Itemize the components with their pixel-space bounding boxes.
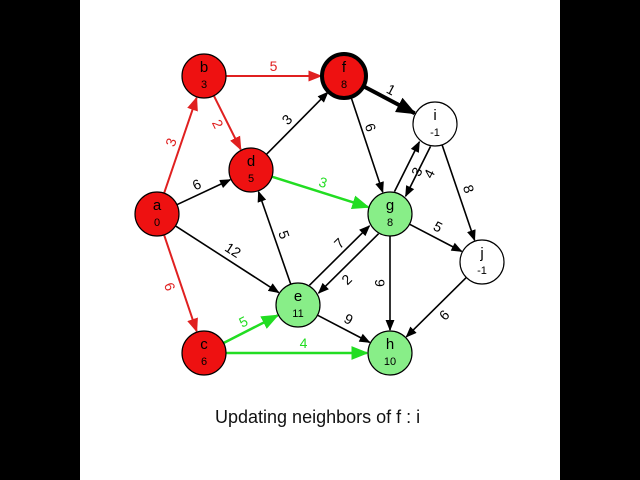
edge-g-j xyxy=(409,223,463,253)
node-j-distance: -1 xyxy=(477,265,487,277)
node-f-distance: 8 xyxy=(341,79,347,91)
node-c: c6 xyxy=(181,330,227,376)
edge-weight-i-j: 8 xyxy=(460,183,478,196)
edge-weight-f-g: 6 xyxy=(362,121,380,134)
node-d-circle xyxy=(228,147,274,193)
node-a-distance: 0 xyxy=(154,217,160,229)
edge-c-e xyxy=(223,314,280,345)
node-g-label: g xyxy=(386,197,394,214)
node-b-circle xyxy=(181,53,227,99)
node-i-circle xyxy=(412,101,458,147)
node-h-distance: 10 xyxy=(384,356,396,368)
edge-b-d xyxy=(212,95,242,151)
edges-layer xyxy=(163,70,476,360)
edge-f-i xyxy=(362,84,417,116)
edge-f-g xyxy=(350,96,384,194)
node-b-label: b xyxy=(200,59,208,76)
node-g: g8 xyxy=(367,191,413,237)
node-g-distance: 8 xyxy=(387,217,393,229)
edge-weight-a-b: 3 xyxy=(162,136,180,149)
node-a-label: a xyxy=(153,197,162,214)
edge-e-g xyxy=(308,225,371,286)
node-d-label: d xyxy=(247,153,255,170)
node-b-distance: 3 xyxy=(201,79,207,91)
caption: Updating neighbors of f : i xyxy=(215,407,421,427)
node-h-label: h xyxy=(386,336,394,353)
edge-weight-g-e: 2 xyxy=(338,271,355,288)
edge-e-d xyxy=(257,190,292,285)
node-f: f8 xyxy=(320,52,368,100)
node-e-label: e xyxy=(294,288,302,305)
edge-e-h xyxy=(317,314,371,344)
edge-weight-j-h: 6 xyxy=(436,306,453,323)
node-j: j -1 xyxy=(459,239,505,285)
node-i-distance: -1 xyxy=(430,127,440,139)
edge-weight-g-h: 9 xyxy=(372,279,388,287)
node-a-circle xyxy=(134,191,180,237)
edge-i-j xyxy=(441,144,476,242)
node-h-circle xyxy=(367,330,413,376)
node-i-label: i xyxy=(433,107,436,124)
edge-weight-d-f: 3 xyxy=(279,111,296,128)
node-f-circle xyxy=(320,52,368,100)
node-c-circle xyxy=(181,330,227,376)
node-j-circle xyxy=(459,239,505,285)
edge-weight-f-i: 1 xyxy=(384,81,399,99)
node-c-distance: 6 xyxy=(201,356,207,368)
edge-a-d xyxy=(176,179,232,206)
edge-weight-i-g: 4 xyxy=(420,166,438,180)
node-a: a0 xyxy=(134,191,180,237)
edge-weight-c-h: 4 xyxy=(300,335,308,351)
node-i: i -1 xyxy=(412,101,458,147)
edge-weight-a-e: 12 xyxy=(222,239,244,261)
node-g-circle xyxy=(367,191,413,237)
node-j-label: j xyxy=(479,245,483,262)
node-b: b3 xyxy=(181,53,227,99)
node-h: h 10 xyxy=(367,330,413,376)
edge-weight-c-e: 5 xyxy=(236,313,250,331)
node-e-distance: 11 xyxy=(292,308,303,320)
edge-i-g xyxy=(404,146,432,198)
edge-d-f xyxy=(265,91,329,155)
node-c-label: c xyxy=(200,336,208,353)
edge-weight-d-g: 3 xyxy=(317,174,329,192)
edge-weight-e-d: 5 xyxy=(275,228,293,241)
edge-d-g xyxy=(271,175,370,209)
node-e-circle xyxy=(275,282,321,328)
edge-a-e xyxy=(175,225,280,294)
edge-a-c xyxy=(163,234,198,333)
edge-g-e xyxy=(317,233,380,294)
edge-weight-g-j: 5 xyxy=(431,218,445,236)
edge-weight-a-d: 6 xyxy=(190,175,204,193)
edge-a-b xyxy=(163,96,198,194)
edge-weight-b-d: 2 xyxy=(209,117,227,131)
edge-weight-e-h: 9 xyxy=(341,310,355,328)
edge-weight-a-c: 6 xyxy=(161,280,179,293)
edge-g-i xyxy=(393,140,421,192)
node-e: e 11 xyxy=(275,282,321,328)
edge-weight-b-f: 5 xyxy=(270,58,278,74)
node-d: d5 xyxy=(228,147,274,193)
node-f-label: f xyxy=(342,59,347,76)
edge-j-h xyxy=(405,276,467,338)
node-d-distance: 5 xyxy=(248,173,254,185)
